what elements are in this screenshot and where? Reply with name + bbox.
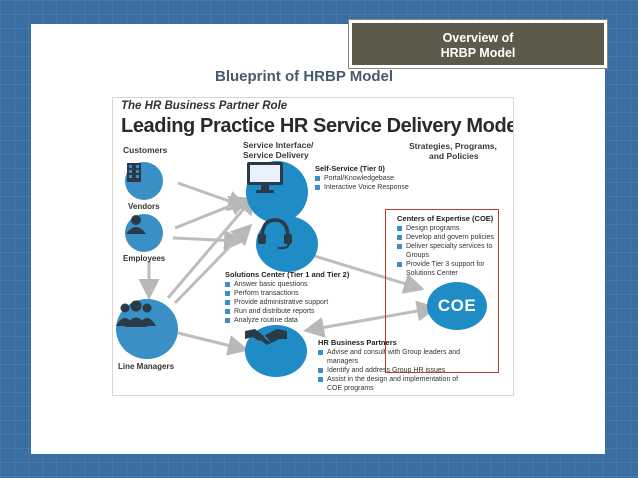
arrow-solutions-coe bbox=[280, 241, 425, 294]
hrbp-item: COE programs bbox=[327, 385, 374, 392]
coe-frame bbox=[385, 209, 499, 373]
strategies-header-line1: Strategies, Programs, bbox=[409, 141, 497, 151]
solutions-center-item: Provide administrative support bbox=[225, 298, 328, 307]
handshake-icon bbox=[245, 325, 307, 377]
arrow-employees-to-self-service bbox=[174, 195, 251, 230]
hr-service-delivery-diagram: The HR Business Partner Role Leading Pra… bbox=[112, 97, 514, 396]
coe-item: Provide Tier 3 support for bbox=[397, 260, 494, 269]
arrow-managers-to-self-service bbox=[166, 193, 257, 299]
line-managers-label: Line Managers bbox=[118, 362, 175, 371]
service-header-line2: Service Delivery bbox=[243, 150, 309, 160]
hrbp-item: Assist in the design and implementation … bbox=[318, 375, 460, 384]
coe-title: Centers of Expertise (COE) bbox=[397, 214, 494, 223]
self-service-item: Interactive Voice Response bbox=[315, 183, 409, 192]
hrbp-title: HR Business Partners bbox=[318, 338, 397, 347]
self-service-title: Self-Service (Tier 0) bbox=[315, 164, 385, 173]
slide-subtitle: Blueprint of HRBP Model bbox=[215, 68, 394, 85]
solutions-center-item: Run and distribute reports bbox=[225, 307, 328, 316]
self-service-item: Portal/Knowledgebase bbox=[315, 174, 409, 183]
arrow-vendors-to-self-service bbox=[177, 181, 249, 211]
solutions-center-list: Answer basic questions Perform transacti… bbox=[225, 280, 328, 325]
coe-badge: COE bbox=[427, 282, 487, 330]
vendors-label: Vendors bbox=[128, 202, 160, 211]
solutions-center-item: Answer basic questions bbox=[225, 280, 328, 289]
slide-title-line1: Overview of bbox=[442, 31, 514, 45]
arrow-managers-to-solutions bbox=[173, 223, 253, 305]
group-icon bbox=[116, 299, 178, 359]
employees-label: Employees bbox=[123, 254, 166, 263]
diagram-connectors bbox=[138, 181, 438, 356]
coe-item: Deliver specialty services to bbox=[397, 242, 494, 251]
hrbp-item: managers bbox=[327, 358, 359, 365]
hrbp-list: Advise and consult with Group leaders an… bbox=[318, 348, 460, 393]
diagram-title: Leading Practice HR Service Delivery Mod… bbox=[121, 115, 514, 137]
arrow-coe-hrbp bbox=[303, 300, 438, 338]
self-service-list: Portal/Knowledgebase Interactive Voice R… bbox=[315, 174, 409, 192]
coe-item: Solutions Center bbox=[406, 270, 458, 277]
slide-title-box: Overview of HRBP Model bbox=[348, 19, 608, 69]
coe-item: Develop and govern policies bbox=[397, 233, 494, 242]
solutions-center-item: Analyze routine data bbox=[225, 316, 328, 325]
person-icon bbox=[125, 214, 163, 252]
arrow-employees-to-solutions bbox=[172, 229, 245, 251]
coe-item: Groups bbox=[406, 252, 429, 259]
coe-badge-label: COE bbox=[437, 296, 477, 315]
strategies-header-line2: and Policies bbox=[429, 151, 479, 161]
solutions-center-title: Solutions Center (Tier 1 and Tier 2) bbox=[225, 270, 350, 279]
solutions-center-item: Perform transactions bbox=[225, 289, 328, 298]
service-header-line1: Service Interface/ bbox=[243, 140, 314, 150]
hrbp-item: Advise and consult with Group leaders an… bbox=[318, 348, 460, 357]
headset-icon bbox=[256, 216, 318, 272]
arrow-managers-to-hrbp bbox=[177, 331, 249, 356]
building-icon bbox=[125, 162, 163, 200]
slide-title-line2: HRBP Model bbox=[440, 46, 516, 60]
coe-list: Design programs Develop and govern polic… bbox=[397, 224, 494, 278]
customers-header: Customers bbox=[123, 145, 168, 155]
hrbp-item: Identify and address Group HR issues bbox=[318, 366, 460, 375]
coe-item: Design programs bbox=[397, 224, 494, 233]
role-title: The HR Business Partner Role bbox=[121, 100, 288, 112]
monitor-icon bbox=[246, 161, 308, 223]
